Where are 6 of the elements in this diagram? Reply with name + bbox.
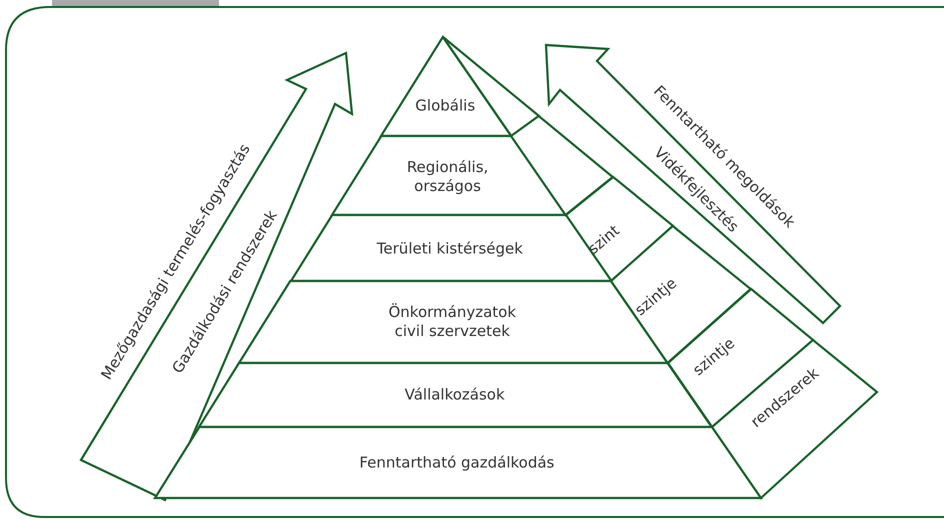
layer-label: Területi kistérségek bbox=[376, 240, 524, 258]
layer-label: Vállalkozások bbox=[404, 386, 506, 404]
layer-label: Önkormányzatok civil szervzetek bbox=[387, 303, 518, 341]
layer-label: Fenntartható gazdálkodás bbox=[358, 454, 556, 472]
layer-label: Regionális, országos bbox=[406, 158, 490, 196]
layer-label: Globális bbox=[414, 96, 476, 116]
